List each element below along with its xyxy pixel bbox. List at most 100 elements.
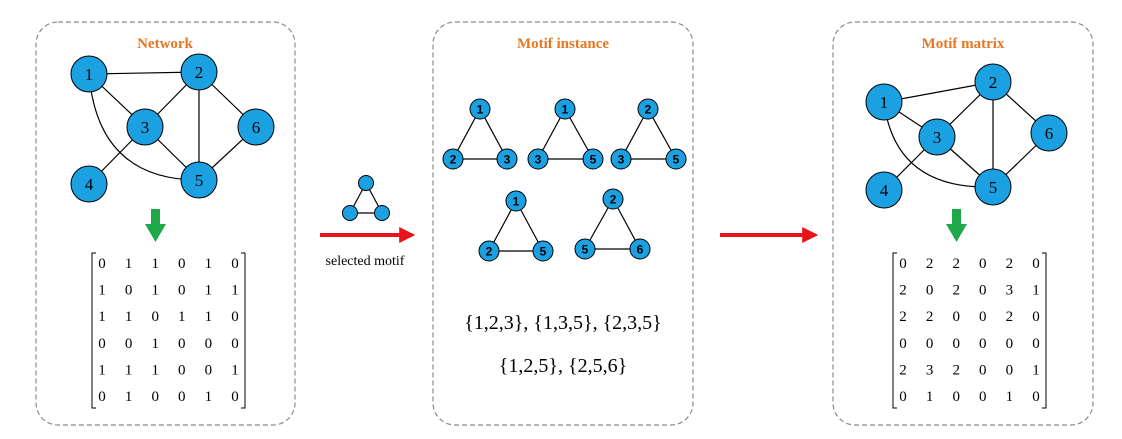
matrix-cell: 1	[98, 362, 106, 378]
matrix-left-bracket	[91, 252, 96, 409]
matrix-cell: 2	[899, 362, 907, 378]
node-label-5: 5	[195, 171, 204, 190]
matrix-cell: 2	[952, 362, 960, 378]
matrix-cell: 0	[231, 336, 239, 352]
matrix-left-bracket	[892, 252, 897, 409]
instance-node	[532, 240, 554, 262]
instance-node-label: 2	[645, 103, 652, 117]
matrix-cell: 0	[98, 256, 106, 272]
motif-matrix-panel	[832, 21, 1094, 426]
instance-set-line-1: {1,2,3}, {1,3,5}, {2,3,5}	[464, 312, 662, 334]
matrix-cell: 0	[178, 336, 186, 352]
node-label-3: 3	[933, 128, 942, 147]
node-label-5: 5	[989, 178, 998, 197]
matrix-cell: 2	[1006, 309, 1014, 325]
matrix-cell: 0	[926, 283, 934, 299]
instance-node-label: 5	[582, 243, 589, 257]
matrix-cell: 1	[125, 309, 133, 325]
instance-node	[469, 98, 491, 120]
matrix-cell: 1	[205, 283, 213, 299]
matrix-cell: 0	[231, 389, 239, 405]
matrix-cell: 0	[926, 336, 934, 352]
instance-node-label: 2	[610, 193, 617, 207]
matrix-cell: 3	[926, 362, 934, 378]
matrix-cell: 3	[1006, 283, 1014, 299]
instance-node-label: 3	[618, 153, 625, 167]
matrix-cell: 0	[899, 389, 907, 405]
instance-node-label: 2	[486, 245, 493, 259]
instance-node-label: 5	[673, 153, 680, 167]
matrix-cell: 1	[151, 362, 159, 378]
matrix-cell: 0	[1032, 336, 1040, 352]
instance-node	[629, 238, 651, 260]
instance-node	[602, 188, 624, 210]
node-2	[974, 63, 1012, 101]
matrix-cell: 1	[205, 389, 213, 405]
matrix-cell: 1	[151, 336, 159, 352]
node-5	[974, 168, 1012, 206]
matrix-cell: 0	[178, 256, 186, 272]
matrix-cell: 0	[98, 389, 106, 405]
matrix-cell: 0	[979, 336, 987, 352]
matrix-cell: 1	[926, 389, 934, 405]
motif-instance-title: Motif instance	[517, 36, 609, 52]
matrix-cell: 1	[98, 309, 106, 325]
instance-node-label: 1	[513, 195, 520, 209]
matrix-cell: 0	[178, 389, 186, 405]
matrix-right-bracket	[1042, 252, 1047, 409]
matrix-cell: 2	[926, 309, 934, 325]
node-6	[1030, 114, 1068, 152]
network-panel	[35, 21, 296, 426]
node-label-1: 1	[85, 65, 94, 84]
edge-1-5	[883, 101, 994, 188]
matrix-cell: 0	[1032, 309, 1040, 325]
instance-node-label: 1	[562, 103, 569, 117]
instance-node	[574, 238, 596, 260]
matrix-cell: 0	[952, 309, 960, 325]
matrix-cell: 1	[151, 283, 159, 299]
matrix-cell: 0	[1032, 256, 1040, 272]
node-label-6: 6	[252, 118, 261, 137]
motif-instance-2-3-5: 2 3 5	[610, 98, 687, 170]
matrix-cell: 1	[98, 283, 106, 299]
matrix-cell: 0	[178, 283, 186, 299]
matrix-cell: 0	[979, 256, 987, 272]
instance-node-label: 3	[535, 153, 542, 167]
instance-node	[505, 190, 527, 212]
matrix-cell: 0	[205, 362, 213, 378]
node-3	[918, 118, 956, 156]
instance-node	[637, 98, 659, 120]
matrix-cell: 1	[125, 362, 133, 378]
matrix-cell: 0	[151, 309, 159, 325]
matrix-cell: 0	[231, 309, 239, 325]
matrix-cell: 1	[205, 309, 213, 325]
node-label-4: 4	[880, 181, 889, 200]
instance-node	[665, 148, 687, 170]
node-label-1: 1	[880, 93, 889, 112]
matrix-cell: 1	[205, 256, 213, 272]
node-label-2: 2	[195, 63, 204, 82]
node-1	[865, 83, 903, 121]
node-label-2: 2	[989, 73, 998, 92]
matrix-cell: 0	[231, 256, 239, 272]
instance-node	[527, 148, 549, 170]
instance-node-label: 1	[477, 103, 484, 117]
instance-node	[442, 148, 464, 170]
node-5	[180, 161, 218, 199]
node-4	[865, 171, 903, 209]
matrix-cell: 0	[979, 362, 987, 378]
matrix-cell: 2	[1006, 256, 1014, 272]
node-label-4: 4	[85, 175, 94, 194]
matrix-cell: 0	[1006, 336, 1014, 352]
node-3	[126, 108, 164, 146]
matrix-cell: 0	[178, 362, 186, 378]
matrix-cell: 0	[952, 389, 960, 405]
matrix-cell: 2	[952, 283, 960, 299]
matrix-cell: 0	[1032, 389, 1040, 405]
